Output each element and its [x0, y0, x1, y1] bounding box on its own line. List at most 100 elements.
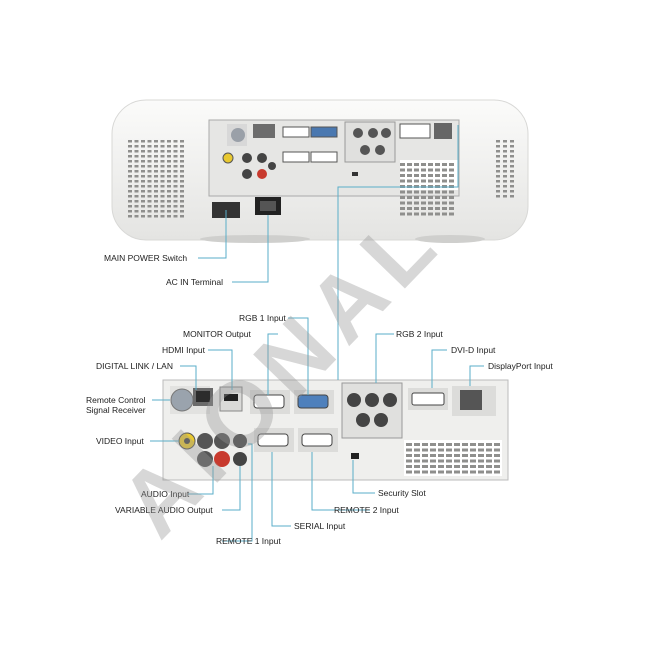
vent-slot [407, 174, 412, 177]
vent-slot [147, 155, 152, 158]
vent-slot [167, 155, 171, 158]
vent-slot [414, 196, 419, 199]
vent-slot [494, 459, 500, 463]
label-rgb2: RGB 2 Input [396, 329, 443, 339]
vent-slot [421, 201, 426, 205]
vent-slot [180, 195, 184, 198]
vent-slot [167, 170, 171, 173]
remote2-port [301, 433, 333, 447]
vent-slot [428, 207, 433, 210]
vent-slot [470, 443, 476, 446]
vent-slot [442, 196, 447, 199]
vent-slot [414, 163, 419, 166]
vent-slot [438, 465, 444, 468]
vent-slot [454, 459, 460, 463]
vent-slot [421, 179, 426, 183]
vent-slot [160, 210, 165, 213]
vent-slot [154, 145, 158, 148]
label-dvid: DVI-D Input [451, 345, 496, 355]
rgb1-port [297, 394, 329, 409]
vent-slot [449, 190, 454, 194]
vent-slot [414, 465, 420, 468]
vent-slot [407, 207, 412, 210]
displayport-port [460, 390, 482, 410]
vent-slot [478, 465, 484, 468]
vent-slot [414, 459, 420, 463]
vent-slot [503, 185, 507, 188]
vent-slot [147, 165, 152, 168]
vent-slot [134, 155, 139, 158]
vent-slot [510, 190, 514, 193]
vent-slot [154, 165, 158, 168]
vent-slot [503, 190, 507, 193]
vent-slot [147, 195, 152, 198]
vent-slot [134, 185, 139, 188]
vent-slot [141, 155, 145, 158]
vent-slot [400, 163, 405, 166]
vent-slot [160, 165, 165, 168]
vent-slot [435, 168, 440, 172]
vent-slot [414, 207, 419, 210]
vent-slot [160, 215, 165, 218]
vent-slot [173, 160, 178, 163]
vent-slot [167, 200, 171, 203]
vent-slot [421, 163, 426, 166]
vent-slot [406, 448, 412, 452]
vent-slot [406, 443, 412, 446]
vent-slot [180, 175, 184, 178]
vent-slot [470, 459, 476, 463]
vent-slot [128, 150, 132, 153]
vent-slot [449, 201, 454, 205]
vent-slot [173, 210, 178, 213]
vent-slot [435, 174, 440, 177]
vent-slot [180, 200, 184, 203]
vent-slot [496, 145, 500, 148]
vent-slot [160, 195, 165, 198]
vent-slot [180, 170, 184, 173]
vent-slot [147, 175, 152, 178]
vent-slot [449, 207, 454, 210]
vent-slot [478, 470, 484, 474]
vent-slot [147, 160, 152, 163]
vent-slot [147, 210, 152, 213]
vent-slot [173, 185, 178, 188]
vent-slot [180, 150, 184, 153]
vent-slot [496, 175, 500, 178]
vent-slot [428, 190, 433, 194]
vent-slot [414, 454, 420, 457]
vent-slot [141, 160, 145, 163]
label-main-power: MAIN POWER Switch [104, 253, 188, 263]
vent-slot [134, 215, 139, 218]
vent-slot [470, 454, 476, 457]
vent-slot [400, 168, 405, 172]
vent-slot [496, 165, 500, 168]
vent-slot [167, 190, 171, 193]
vent-slot [442, 179, 447, 183]
vent-slot [442, 190, 447, 194]
vent-slot [510, 180, 514, 183]
label-remote-receiver-2: Signal Receiver [86, 405, 146, 415]
vent-slot [496, 180, 500, 183]
vent-slot [449, 174, 454, 177]
vent-slot [414, 174, 419, 177]
vent-slot [134, 160, 139, 163]
vent-slot [154, 205, 158, 208]
vent-slot [167, 180, 171, 183]
vent-slot [503, 195, 507, 198]
vent-slot [486, 470, 492, 474]
vent-slot [154, 200, 158, 203]
vent-slot [160, 175, 165, 178]
vent-slot [134, 165, 139, 168]
vent-slot [154, 215, 158, 218]
vent-slot [147, 185, 152, 188]
vent-slot [510, 195, 514, 198]
vent-slot [160, 205, 165, 208]
vent-slot [478, 454, 484, 457]
vent-slot [400, 207, 405, 210]
vent-slot [438, 454, 444, 457]
vent-slot [160, 170, 165, 173]
label-variable-audio: VARIABLE AUDIO Output [115, 505, 213, 515]
vent-slot [438, 448, 444, 452]
vent-slot [147, 140, 152, 143]
vent-slot [407, 190, 412, 194]
